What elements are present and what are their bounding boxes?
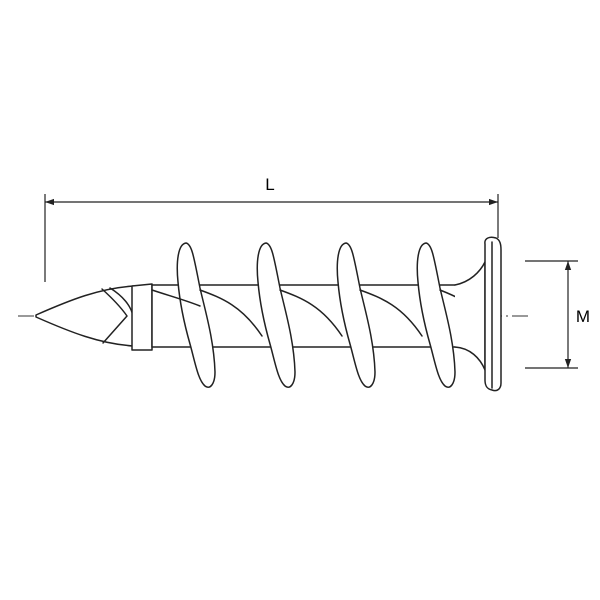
head-fillet: [454, 261, 486, 371]
length-dimension: [44, 194, 499, 282]
helix-line-1: [151, 289, 201, 307]
length-label: L: [265, 175, 274, 194]
diameter-label: M: [576, 307, 590, 326]
thread-1: [176, 242, 216, 388]
helix-line-2: [199, 289, 263, 337]
thread-4: [416, 242, 456, 388]
tip-collar: [131, 283, 153, 351]
diameter-dimension: [525, 260, 578, 369]
thread-2: [256, 242, 296, 388]
helix-line-4: [359, 289, 423, 337]
wall-plug: [35, 236, 502, 392]
tip-facet: [101, 288, 128, 344]
plug-head: [484, 236, 502, 392]
thread-3: [336, 242, 376, 388]
helix-line-3: [279, 289, 343, 337]
